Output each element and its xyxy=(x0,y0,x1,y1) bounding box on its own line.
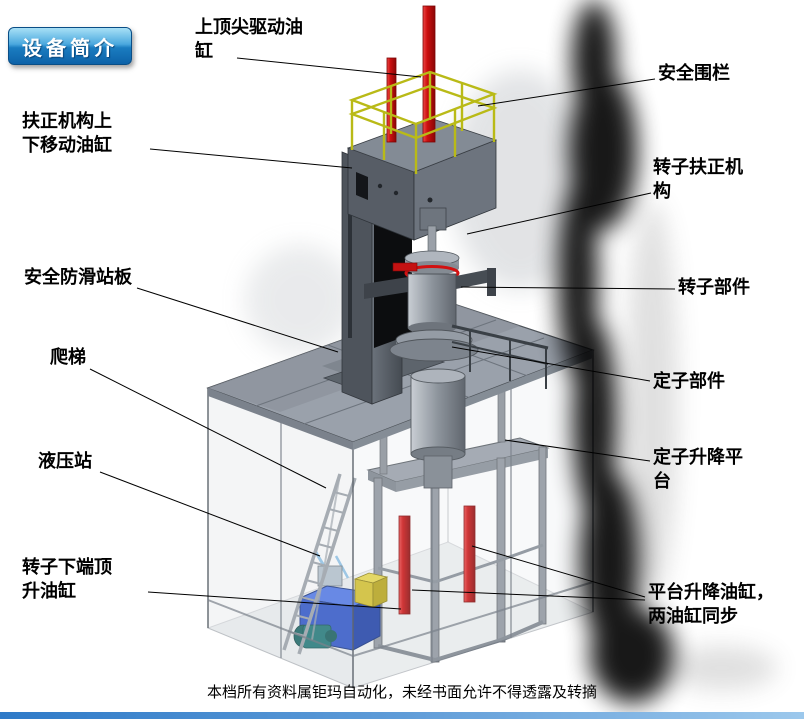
equipment-intro-badge: 设备简介 xyxy=(8,27,132,65)
callout-centering-updown-cylinder: 扶正机构上下移动油缸 xyxy=(22,111,112,156)
leader-top-tip-drive-cylinder xyxy=(236,57,422,78)
leader-rotor-centering xyxy=(466,192,652,235)
leader-platform-cylinders-a xyxy=(471,545,646,598)
footer-disclaimer: 本档所有资料属钜玛自动化，未经书面允许不得透露及转摘 xyxy=(206,683,597,701)
stator-assembly xyxy=(410,368,466,489)
platform-lift-cylinder-right xyxy=(463,505,476,603)
leader-safety-fence xyxy=(477,78,656,107)
callout-safety-fence: 安全围栏 xyxy=(658,63,730,84)
leader-rotor-component xyxy=(460,286,676,290)
leader-stator-component xyxy=(451,346,651,382)
leader-antislip-plate xyxy=(136,287,339,353)
callout-top-tip-drive-cylinder: 上顶尖驱动油缸 xyxy=(195,17,303,62)
callout-platform-lift-cylinders: 平台升降油缸，两油缸同步 xyxy=(648,582,774,627)
platform-lift-cylinder-left xyxy=(398,515,411,615)
leader-hydraulic-station xyxy=(99,471,321,557)
callout-rotor-centering-mechanism: 转子扶正机构 xyxy=(653,157,743,202)
shadow-smudge xyxy=(558,0,777,703)
leader-centering-updown xyxy=(149,148,353,169)
callout-antislip-standing-plate: 安全防滑站板 xyxy=(24,267,132,288)
leader-platform-cylinders-b xyxy=(411,589,646,601)
leader-stator-lifting-platform xyxy=(504,439,651,462)
leader-rotor-bottom-jack xyxy=(147,591,402,610)
callout-rotor-component: 转子部件 xyxy=(678,277,750,298)
leader-ladder xyxy=(89,368,327,489)
bottom-accent-bar xyxy=(0,712,804,719)
rotor-assembly xyxy=(364,225,496,362)
callout-hydraulic-station: 液压站 xyxy=(38,451,92,472)
callout-rotor-bottom-jack-cylinder: 转子下端顶升油缸 xyxy=(22,557,112,602)
callout-stator-component: 定子部件 xyxy=(653,371,725,392)
backdrop-shading xyxy=(245,70,590,355)
callout-ladder: 爬梯 xyxy=(50,347,86,368)
press-frame xyxy=(322,117,498,405)
safety-fence-railing xyxy=(348,70,498,174)
callout-stator-lifting-platform: 定子升降平台 xyxy=(653,447,743,492)
access-ladder xyxy=(282,473,357,655)
